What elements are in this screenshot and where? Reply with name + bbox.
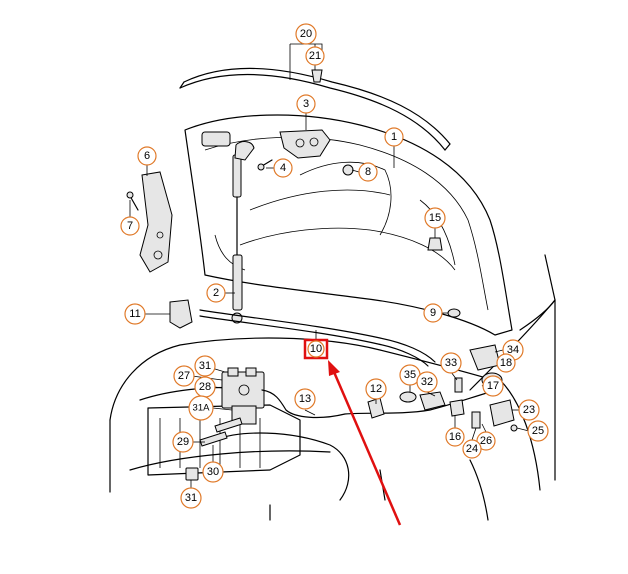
callout-32: 32 <box>416 371 438 393</box>
hood-hinge <box>139 171 173 273</box>
svg-text:7: 7 <box>127 220 133 232</box>
sealing-strip-10 <box>199 309 436 367</box>
callout-20: 20 <box>295 23 317 45</box>
svg-text:10: 10 <box>310 343 322 355</box>
svg-text:23: 23 <box>523 404 535 416</box>
callout-33: 33 <box>440 352 462 374</box>
callout-12: 12 <box>365 378 387 400</box>
callout-3: 3 <box>296 94 316 114</box>
svg-text:16: 16 <box>449 431 461 443</box>
callout-35: 35 <box>399 364 421 386</box>
callout-17: 17 <box>482 375 504 397</box>
hood-seal-strip <box>179 67 451 151</box>
callout-28: 28 <box>194 376 216 398</box>
callout-24: 24 <box>462 439 482 459</box>
callout-31-bottom: 31 <box>180 487 202 509</box>
grommet-9 <box>447 308 461 318</box>
callout-1: 1 <box>384 127 404 147</box>
callout-25: 25 <box>527 420 549 442</box>
callout-4: 4 <box>273 158 293 178</box>
svg-text:30: 30 <box>207 466 219 478</box>
hood-hinge-bracket <box>279 129 331 159</box>
lock-assembly <box>221 367 265 425</box>
callout-11: 11 <box>124 303 146 325</box>
bolts-29-30 <box>199 417 243 447</box>
svg-text:24: 24 <box>466 443 478 455</box>
callout-16: 16 <box>445 427 465 447</box>
svg-text:31: 31 <box>199 360 211 372</box>
callout-29: 29 <box>172 431 194 453</box>
callout-10: 10 <box>303 338 329 360</box>
bowden-cable-13 <box>261 389 491 419</box>
callout-15: 15 <box>424 207 446 229</box>
svg-text:13: 13 <box>299 393 311 405</box>
callout-8: 8 <box>358 162 378 182</box>
pointer-arrow <box>328 360 402 526</box>
callout-23: 23 <box>518 399 540 421</box>
callout-27: 27 <box>173 365 195 387</box>
svg-text:31: 31 <box>185 492 197 504</box>
gas-strut <box>231 141 255 324</box>
clip-8 <box>342 164 354 176</box>
catch-parts <box>454 344 503 393</box>
callouts: 20 21 3 1 6 4 8 7 15 2 9 11 10 34 31 27 … <box>120 23 549 509</box>
svg-text:20: 20 <box>300 28 312 40</box>
svg-text:27: 27 <box>178 370 190 382</box>
svg-text:2: 2 <box>213 287 219 299</box>
leader-lines <box>129 43 530 488</box>
svg-text:31A: 31A <box>193 403 211 414</box>
callout-2: 2 <box>206 283 226 303</box>
svg-text:34: 34 <box>507 344 519 356</box>
svg-text:9: 9 <box>430 307 436 319</box>
svg-text:29: 29 <box>177 436 189 448</box>
callout-18: 18 <box>496 353 516 373</box>
release-handle <box>399 391 446 411</box>
svg-text:6: 6 <box>144 150 150 162</box>
bracket-11 <box>169 299 193 329</box>
svg-text:21: 21 <box>309 50 321 62</box>
buffer-21 <box>311 69 323 83</box>
svg-text:26: 26 <box>480 435 492 447</box>
callout-13: 13 <box>294 388 316 410</box>
svg-text:4: 4 <box>280 162 286 174</box>
callout-31-top: 31 <box>194 355 216 377</box>
svg-text:28: 28 <box>199 381 211 393</box>
svg-text:15: 15 <box>429 212 441 224</box>
svg-text:32: 32 <box>421 376 433 388</box>
callout-21: 21 <box>305 46 325 66</box>
svg-text:35: 35 <box>404 369 416 381</box>
callout-30: 30 <box>202 461 224 483</box>
nut-31 <box>185 467 199 481</box>
svg-text:12: 12 <box>370 383 382 395</box>
callout-6: 6 <box>137 146 157 166</box>
svg-text:17: 17 <box>487 380 499 392</box>
buffer-15 <box>427 237 443 251</box>
callout-9: 9 <box>423 303 443 323</box>
bolt-4 <box>257 159 273 171</box>
svg-text:18: 18 <box>500 357 512 369</box>
svg-text:25: 25 <box>532 425 544 437</box>
svg-text:11: 11 <box>129 308 140 320</box>
svg-text:3: 3 <box>303 98 309 110</box>
callout-7: 7 <box>120 216 140 236</box>
svg-text:8: 8 <box>365 166 371 178</box>
svg-text:1: 1 <box>391 131 397 143</box>
callout-31A: 31A <box>188 395 214 421</box>
bolt-7 <box>126 191 139 211</box>
callout-26: 26 <box>476 431 496 451</box>
svg-text:33: 33 <box>445 357 457 369</box>
hood-panel <box>184 114 513 336</box>
